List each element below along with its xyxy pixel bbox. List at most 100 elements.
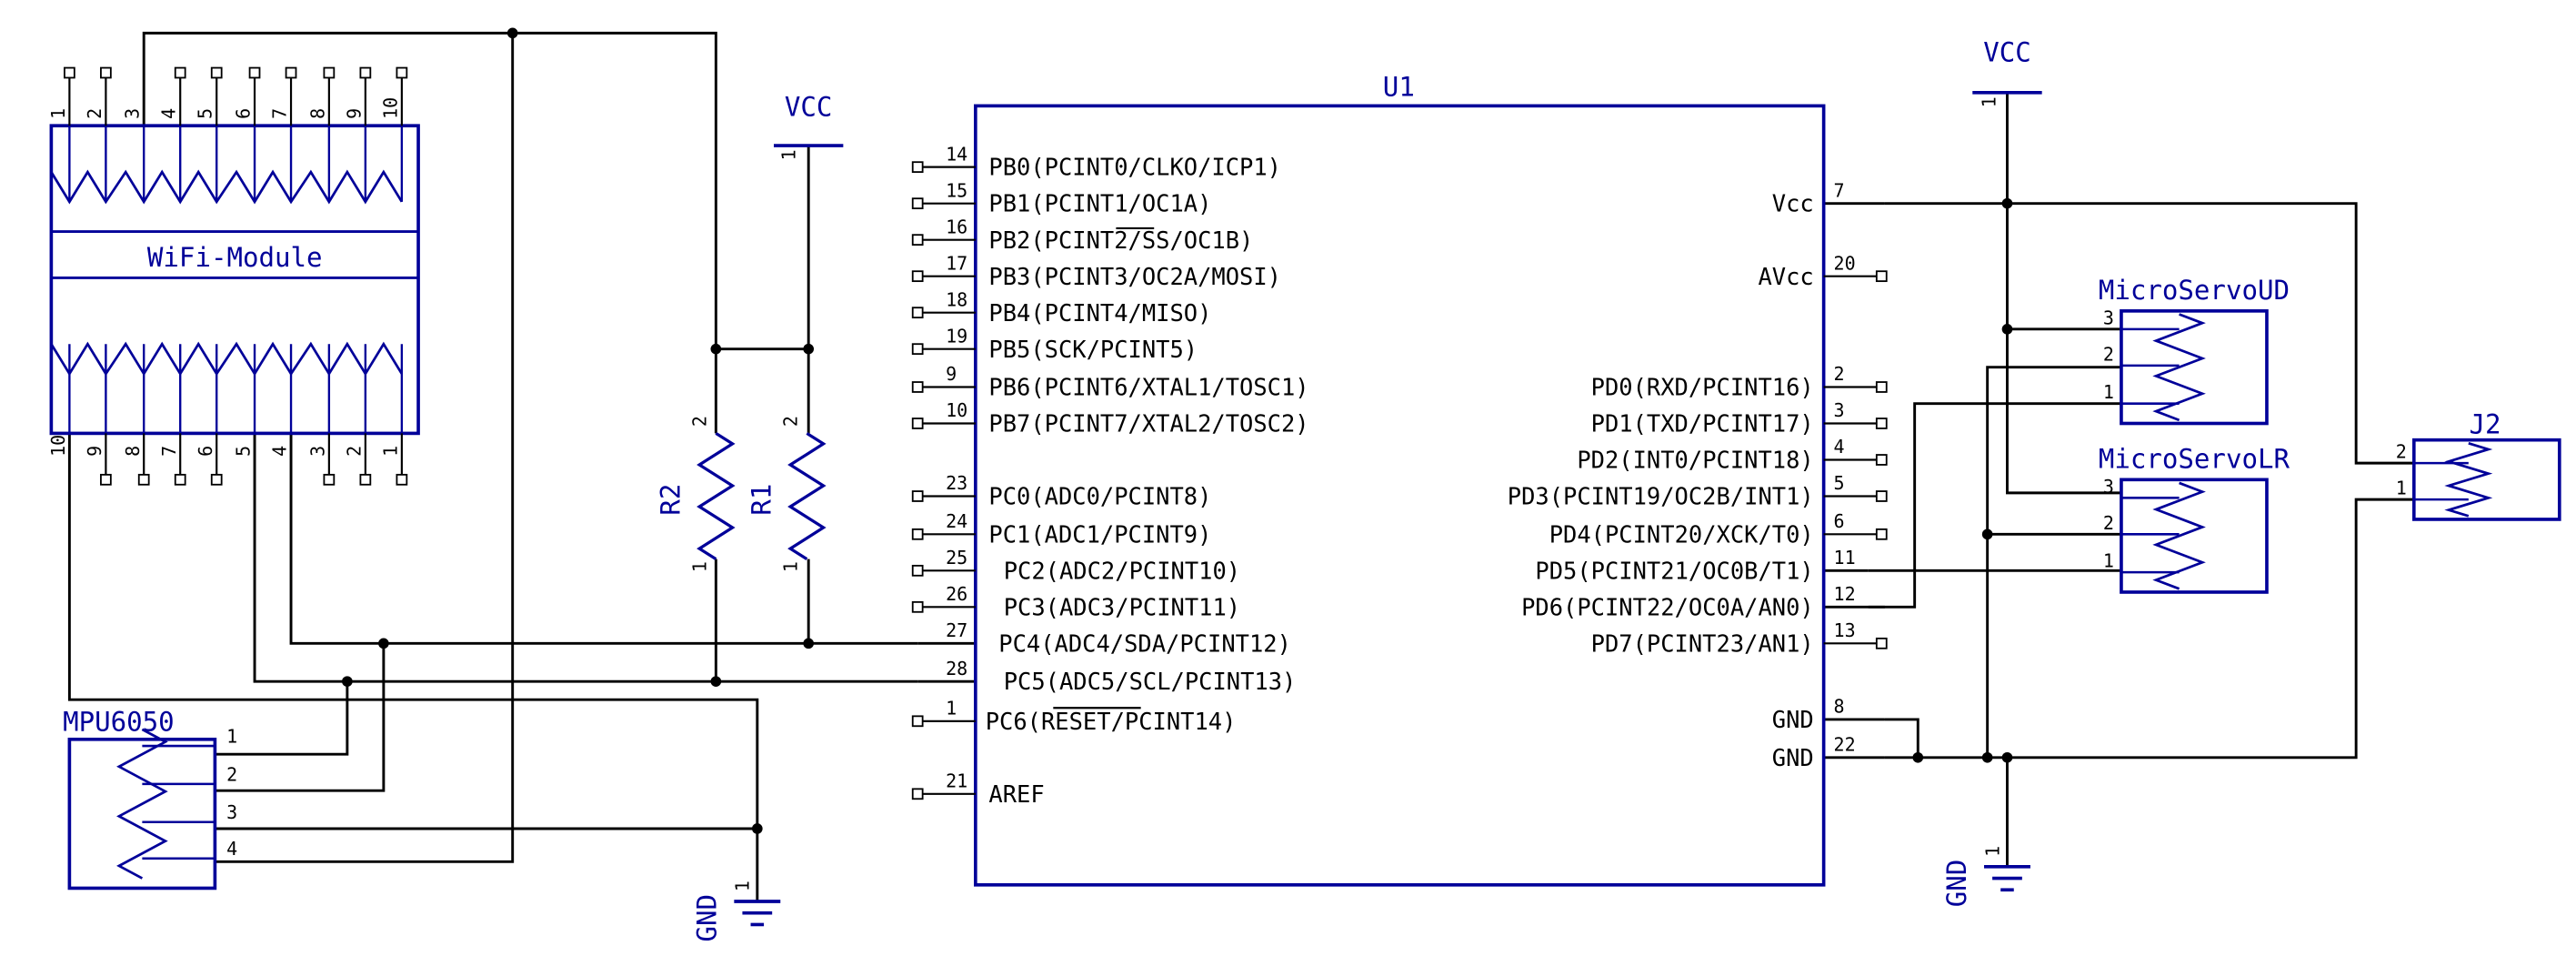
u1-pin-number: 25 [946, 547, 967, 569]
r1-name: R1 [746, 484, 777, 516]
unconnected-pin-marker [210, 66, 223, 79]
wifi-pin-number: 10 [379, 97, 401, 119]
u1-pin-number: 24 [946, 510, 967, 532]
unconnected-pin-marker [1875, 381, 1888, 393]
vcc-right-pin: 1 [1979, 96, 2000, 107]
wifi-name: WiFi-Module [147, 242, 323, 273]
unconnected-pin-marker [1875, 528, 1888, 540]
unconnected-pin-marker [359, 473, 372, 486]
parts: U114PB0(PCINT0/CLKO/ICP1)15PB1(PCINT1/OC… [47, 36, 2561, 942]
junction-dot [378, 638, 389, 649]
j2-body [2411, 438, 2561, 521]
wifi-pin-number: 2 [84, 108, 105, 119]
unconnected-pin-marker [359, 66, 372, 79]
unconnected-pin-marker [911, 343, 924, 356]
u1-pin-number: 15 [946, 179, 967, 201]
junction-dot [803, 638, 815, 649]
u1-pin-label: AREF [988, 781, 1044, 809]
wifi-pin-number: 1 [47, 108, 69, 119]
wifi-pin-number: 2 [343, 446, 365, 457]
mpu-pin-number: 4 [226, 838, 237, 860]
servo-lr-contacts [2152, 481, 2206, 590]
wifi-pin-number: 9 [84, 446, 105, 457]
u1-pin-number: 10 [946, 399, 967, 421]
u1-pin-number: 28 [946, 658, 967, 679]
mpu-pin-number: 1 [226, 725, 237, 747]
u1-pin-number: 13 [1834, 619, 1856, 641]
wifi-pin-number: 4 [269, 446, 291, 457]
u1-pin-label: PC2(ADC2/PCINT10) [1004, 558, 1240, 585]
u1-pin-label: PB3(PCINT3/OC2A/MOSI) [988, 264, 1281, 291]
unconnected-pin-marker [911, 788, 924, 800]
u1-pin-number: 9 [946, 363, 957, 385]
u1-pin-label: PB2(PCINT2/SS/OC1B) [988, 227, 1253, 255]
u1-pin-label: PD6(PCINT22/OC0A/AN0) [1521, 594, 1814, 621]
gnd-right-label: GND [1941, 860, 1972, 908]
u1-name: U1 [1383, 71, 1415, 102]
unconnected-pin-marker [911, 600, 924, 613]
u1-pin-number: 21 [946, 770, 967, 792]
u1-pin-label: PD7(PCINT23/AN1) [1591, 630, 1814, 658]
junctions [342, 27, 2013, 834]
vcc-right-label: VCC [1983, 36, 2031, 67]
u1-pin-number: 23 [946, 472, 967, 494]
unconnected-pin-marker [323, 473, 336, 486]
u1-pin-label: PB1(PCINT1/OC1A) [988, 191, 1211, 218]
mpu-body [67, 737, 217, 891]
unconnected-pin-marker [911, 307, 924, 319]
servo-ud-pin-number: 2 [2103, 343, 2114, 365]
u1-pin-number: 12 [1834, 583, 1856, 605]
u1-pin-label: PD3(PCINT19/OC2B/INT1) [1508, 484, 1814, 511]
wifi-pin-number: 3 [122, 108, 144, 119]
wire-gnd-servoud [1986, 366, 2121, 535]
unconnected-pin-marker [396, 473, 408, 486]
j2-contacts [2444, 442, 2493, 518]
unconnected-pin-marker [911, 161, 924, 174]
u1-pin-label: Vcc [1772, 191, 1814, 218]
wire-vcc-servo [2006, 203, 2121, 495]
j2-name: J2 [2469, 408, 2501, 439]
unconnected-pin-marker [911, 564, 924, 577]
servo-lr-pin-number: 3 [2103, 476, 2114, 498]
junction-dot [1912, 751, 1924, 763]
servo-ud-pin-number: 1 [2103, 381, 2114, 403]
junction-dot [710, 343, 722, 355]
unconnected-pin-marker [396, 66, 408, 79]
junction-dot [2001, 751, 2013, 763]
j2-pin-number: 2 [2396, 441, 2407, 463]
wire-wifi5-pc5 [253, 433, 717, 683]
servo-lr-name: MicroServoLR [2099, 444, 2290, 475]
wifi-pin-number: 5 [195, 108, 216, 119]
r2-pin-bottom: 1 [688, 561, 710, 572]
wifi-pin-number: 7 [158, 446, 180, 457]
wire-vcc-j2 [1884, 202, 2414, 465]
wifi-pin-number: 1 [379, 446, 401, 457]
wire-r2-pc5 [714, 559, 918, 683]
wire-r1-pc4 [807, 559, 918, 645]
gnd-left-label: GND [691, 894, 722, 942]
wire-gnd8 [1884, 718, 1919, 758]
unconnected-pin-marker [64, 66, 75, 79]
wifi-pin-number: 6 [233, 108, 255, 119]
gnd-right-pin: 1 [1981, 846, 2003, 857]
u1-pin-number: 7 [1834, 179, 1845, 201]
u1-pin-number: 4 [1834, 436, 1845, 458]
u1-pin-label: PD1(TXD/PCINT17) [1591, 411, 1814, 438]
unconnected-pin-marker [137, 473, 150, 486]
unconnected-pin-marker [1875, 490, 1888, 502]
wire-mpu2-pc4 [215, 643, 386, 792]
servo-ud-body [2120, 309, 2269, 426]
u1-pin-label: PC6(RESET/PCINT14) [986, 709, 1237, 736]
resistor-body [787, 432, 827, 560]
unconnected-pin-marker [1875, 270, 1888, 283]
unconnected-pin-marker [174, 473, 186, 486]
u1-pin-number: 16 [946, 216, 967, 237]
wifi-pin-number: 4 [158, 108, 180, 119]
mpu-pin-number: 2 [226, 763, 237, 785]
junction-dot [1981, 528, 1993, 540]
u1-pin-number: 2 [1834, 363, 1845, 385]
junction-dot [710, 676, 722, 687]
junction-dot [342, 676, 353, 687]
wifi-top-contacts [50, 167, 404, 205]
junction-dot [1981, 751, 1993, 763]
